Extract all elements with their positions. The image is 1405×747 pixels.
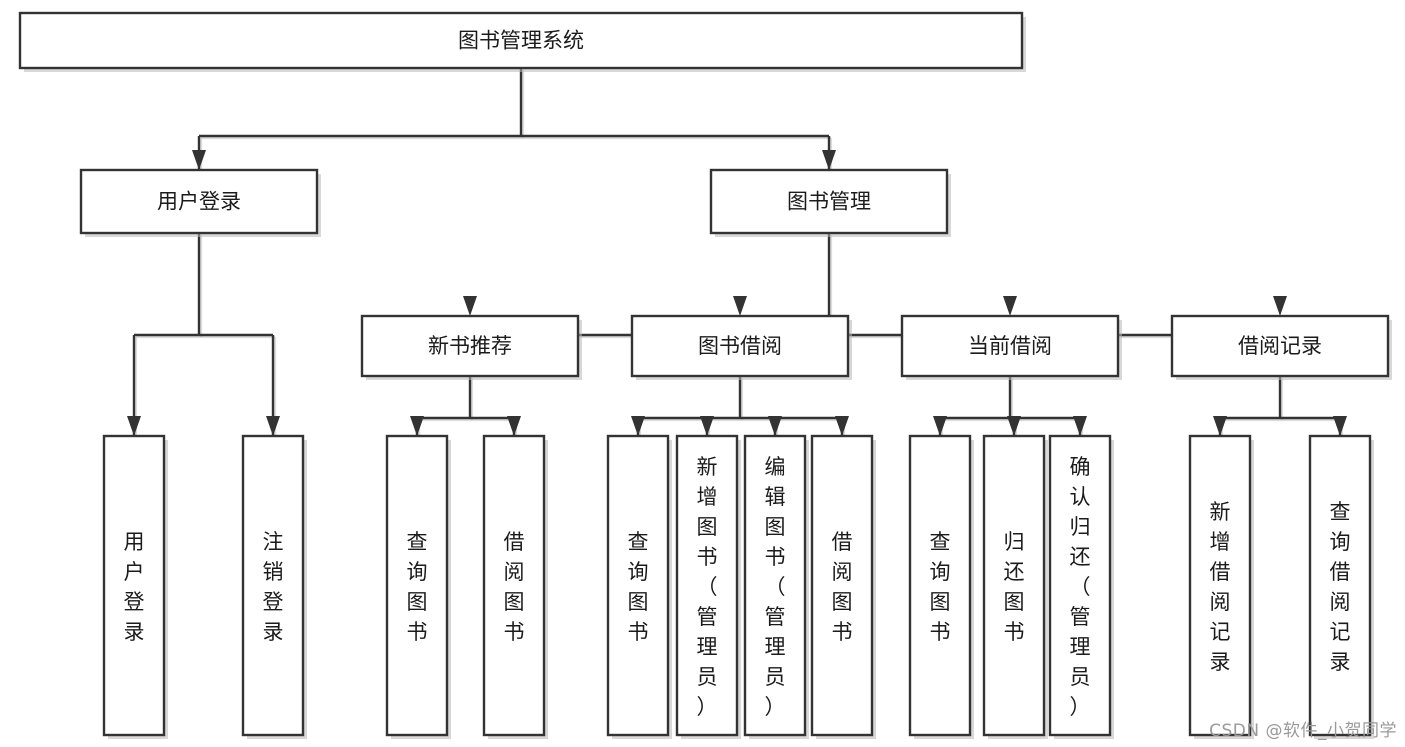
node-leaf-borrow-book-1[interactable]: 借阅图书 [482,434,548,739]
node-leaf-add-record[interactable]: 新增借阅记录 [1188,434,1254,739]
node-label: 归还图书 [1004,530,1025,644]
node-box[interactable] [675,434,739,737]
node-leaf-logout[interactable]: 注销登录 [241,434,307,739]
arrow-leaf-edit-book [768,416,782,436]
arrow-new-book-rec [463,296,477,316]
node-borrow-record[interactable]: 借阅记录 [1170,314,1392,380]
node-box[interactable] [982,434,1046,737]
arrow-leaf-logout [266,416,280,436]
node-label: 新书推荐 [428,334,512,358]
arrow-leaf-borrow-book-2 [835,416,849,436]
node-leaf-edit-book[interactable]: 编辑图书（管理员） [743,434,809,739]
arrow-leaf-user-login [127,416,141,436]
node-label: 当前借阅 [968,334,1052,358]
node-box[interactable] [482,434,546,737]
node-book-manage[interactable]: 图书管理 [709,168,951,237]
node-box[interactable] [606,434,670,737]
node-label: 注销登录 [263,530,284,644]
arrow-leaf-confirm-return [1073,416,1087,436]
node-label: 借阅图书 [504,530,525,644]
connector-layer [127,68,1347,438]
node-book-borrow[interactable]: 图书借阅 [630,314,852,380]
node-box[interactable] [79,168,319,235]
node-new-book-rec[interactable]: 新书推荐 [360,314,582,380]
node-label: 新增借阅记录 [1210,500,1231,674]
node-root[interactable]: 图书管理系统 [18,11,1026,72]
node-box[interactable] [385,434,449,737]
node-label: 图书借阅 [698,334,782,358]
node-layer: 图书管理系统用户登录图书管理新书推荐图书借阅当前借阅借阅记录用户登录注销登录查询… [18,11,1392,739]
node-label: 图书管理 [787,190,871,214]
node-label: 借阅记录 [1238,334,1322,358]
node-label: 新增图书（管理员） [697,455,718,719]
node-box[interactable] [709,168,949,235]
node-label: 用户登录 [124,530,145,644]
node-box[interactable] [810,434,874,737]
node-leaf-query-book-2[interactable]: 查询图书 [606,434,672,739]
arrow-book-borrow [733,296,747,316]
node-box[interactable] [743,434,807,737]
node-label: 查询图书 [930,530,951,644]
node-leaf-confirm-return[interactable]: 确认归还（管理员） [1048,434,1114,739]
node-leaf-query-book-1[interactable]: 查询图书 [385,434,451,739]
arrow-current-borrow [1003,296,1017,316]
node-label: 查询图书 [628,530,649,644]
arrow-user-login [192,150,206,170]
node-box[interactable] [360,314,580,378]
node-label: 图书管理系统 [458,29,584,53]
node-label: 查询借阅记录 [1330,500,1351,674]
arrow-leaf-add-book [700,416,714,436]
arrow-leaf-query-book-2 [631,416,645,436]
node-box[interactable] [1188,434,1252,737]
node-box[interactable] [18,11,1024,70]
node-box[interactable] [1048,434,1112,737]
node-box[interactable] [241,434,305,737]
node-label: 用户登录 [157,190,241,214]
node-box[interactable] [1308,434,1372,737]
node-leaf-return-book[interactable]: 归还图书 [982,434,1048,739]
node-label: 借阅图书 [832,530,853,644]
node-label: 查询图书 [407,530,428,644]
node-leaf-add-book[interactable]: 新增图书（管理员） [675,434,741,739]
arrow-book-manage [822,150,836,170]
arrow-leaf-query-book-3 [933,416,947,436]
node-user-login[interactable]: 用户登录 [79,168,321,237]
arrow-leaf-return-book [1007,416,1021,436]
arrow-leaf-borrow-book-1 [507,416,521,436]
node-leaf-user-login[interactable]: 用户登录 [102,434,168,739]
node-leaf-query-book-3[interactable]: 查询图书 [908,434,974,739]
node-box[interactable] [908,434,972,737]
node-current-borrow[interactable]: 当前借阅 [900,314,1122,380]
arrow-borrow-record [1273,296,1287,316]
node-box[interactable] [900,314,1120,378]
node-box[interactable] [630,314,850,378]
node-label: 确认归还（管理员） [1070,455,1091,719]
node-label: 编辑图书（管理员） [765,455,786,719]
arrow-leaf-query-record [1333,416,1347,436]
arrow-leaf-query-book-1 [410,416,424,436]
node-leaf-query-record[interactable]: 查询借阅记录 [1308,434,1374,739]
node-box[interactable] [102,434,166,737]
node-box[interactable] [1170,314,1390,378]
arrow-leaf-add-record [1213,416,1227,436]
node-leaf-borrow-book-2[interactable]: 借阅图书 [810,434,876,739]
